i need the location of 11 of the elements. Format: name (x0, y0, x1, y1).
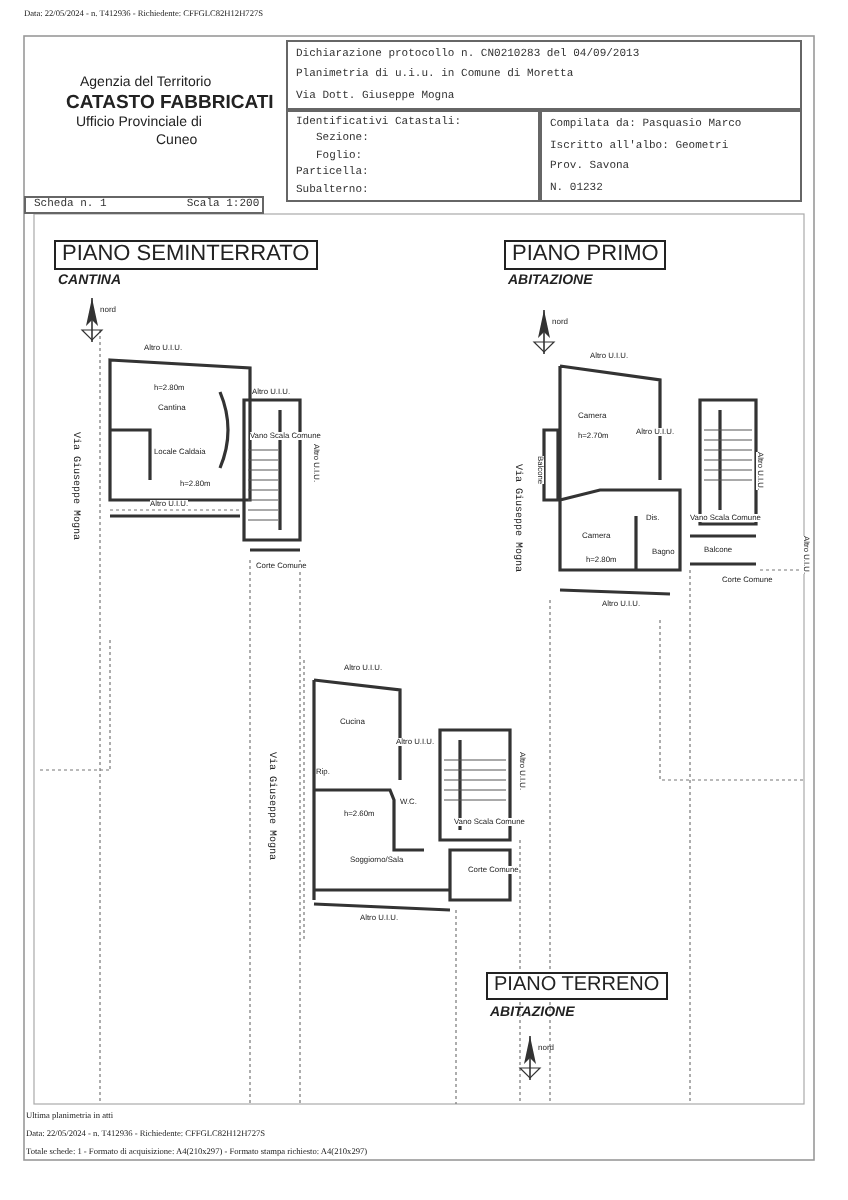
header-box (286, 40, 802, 110)
header-box (24, 196, 264, 214)
floor-title-box (486, 972, 668, 999)
floor-title: PIANO TERRENO (494, 974, 660, 996)
header-box (286, 110, 540, 202)
floor-title-box (504, 240, 667, 270)
heading-text: CATASTO FABBRICATI (66, 94, 274, 115)
floor-title: PIANO PRIMO (512, 242, 659, 266)
floor-title: PIANO SEMINTERRATO (62, 242, 310, 266)
header-box (540, 110, 802, 202)
floor-title-box (54, 240, 318, 270)
